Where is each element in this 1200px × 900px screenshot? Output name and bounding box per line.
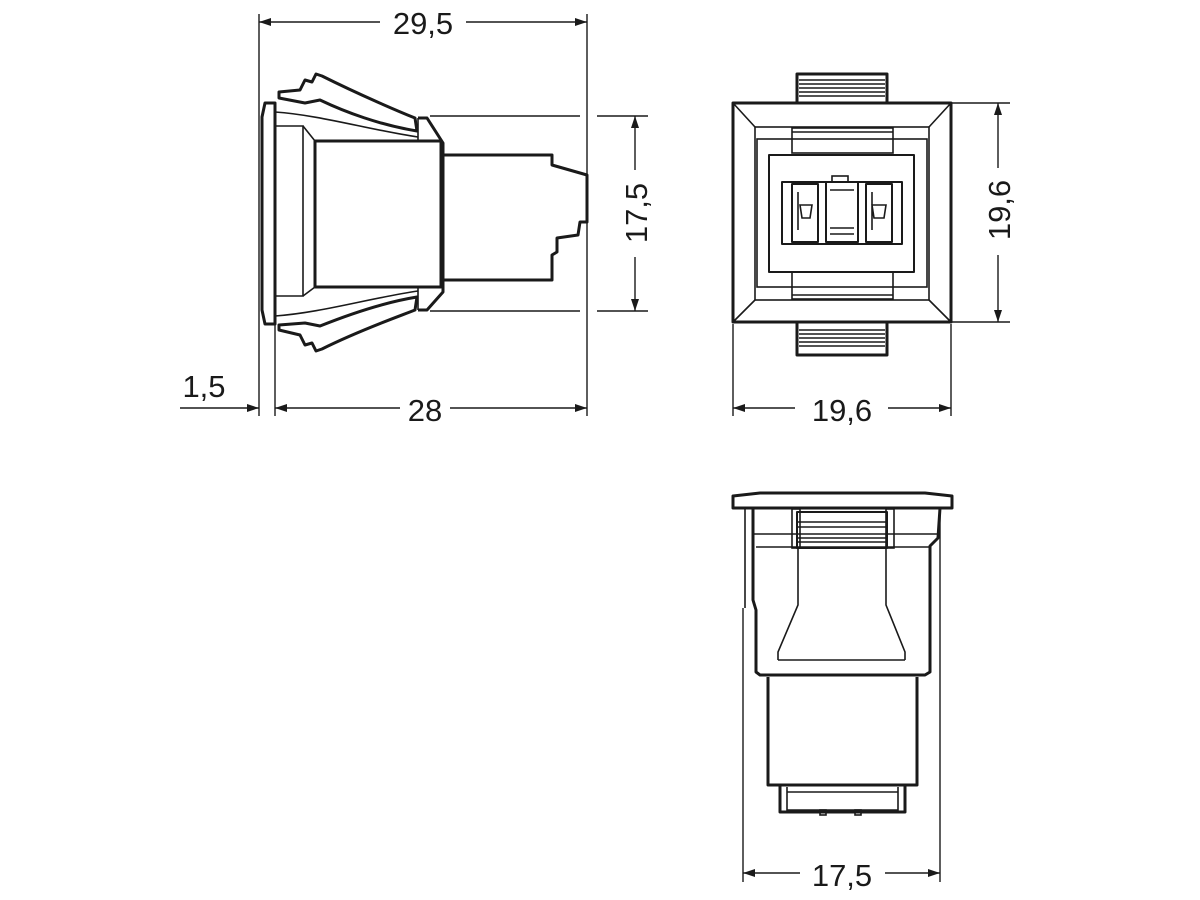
dim-front-width-label: 19,6 [812, 393, 872, 428]
dim-side-height-label: 17,5 [619, 183, 654, 243]
contacts [781, 175, 903, 245]
dim-flange-label: 1,5 [182, 369, 225, 404]
dim-body-length-label: 28 [408, 393, 442, 428]
side-view-dimensions: 29,5 1,5 28 17,5 [180, 6, 654, 428]
dim-front-height-label: 19,6 [982, 180, 1017, 240]
front-view-dimensions: 19,6 19,6 [732, 102, 1017, 428]
front-view [731, 72, 953, 357]
side-view [260, 72, 589, 353]
dim-total-length-label: 29,5 [393, 6, 453, 41]
bottom-view-dimensions: 17,5 [742, 508, 941, 893]
dim-bottom-width-label: 17,5 [812, 858, 872, 893]
bottom-view [731, 491, 954, 816]
